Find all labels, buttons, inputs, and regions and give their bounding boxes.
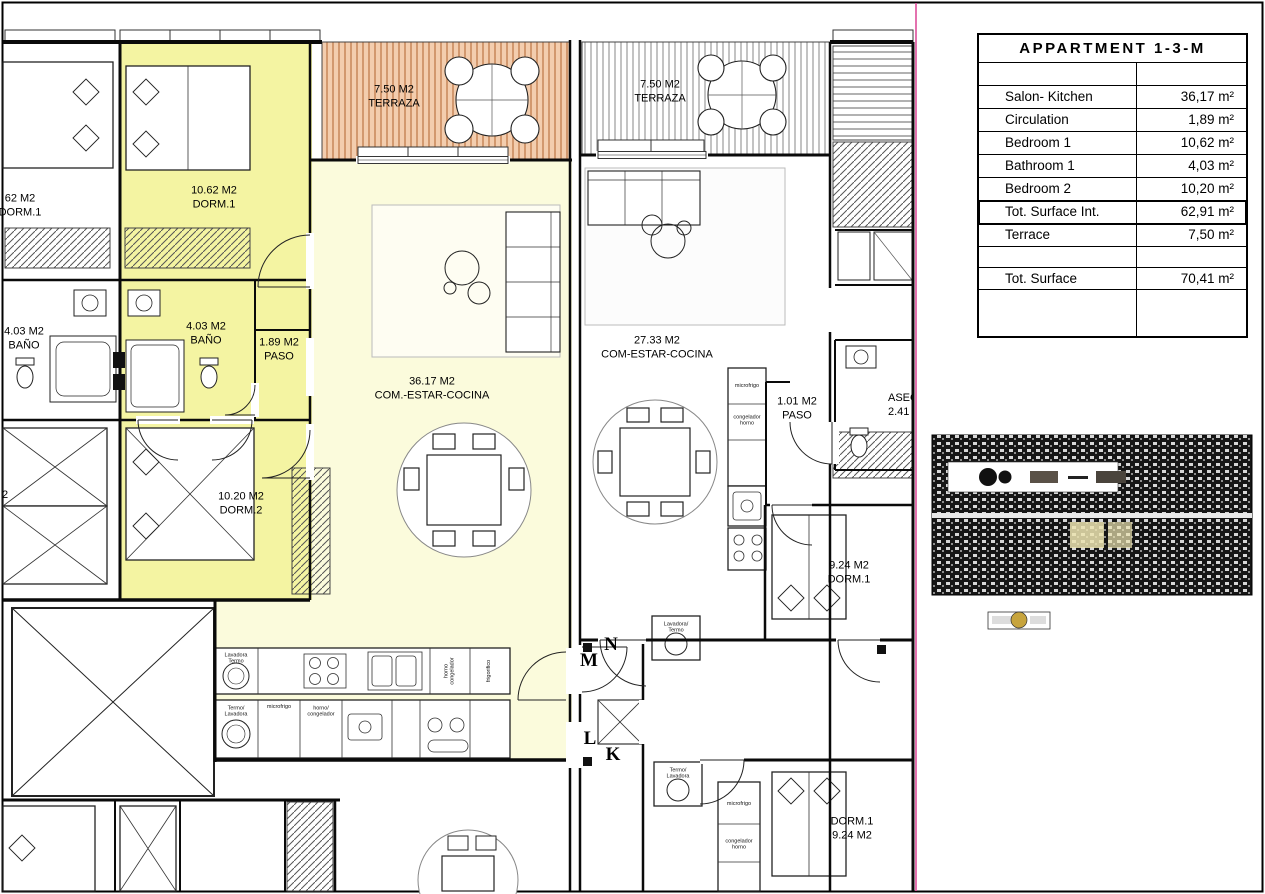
area-table-row-bathroom1: Bathroom 1 4,03 m² [979,155,1246,178]
furniture [2,54,913,894]
area-table-row-bedroom1: Bedroom 1 10,62 m² [979,132,1246,155]
appliance-label-termo-lavadora: Termo/ Lavadora [224,705,248,718]
appliance-label-microfrigo: microfrigo [266,703,292,710]
pillows [8,78,841,862]
room-label-dorm1-bottom: DORM.1 9.24 M2 [830,815,874,841]
area-table: APPARTMENT 1-3-M Salon- Kitchen 36,17 m²… [977,33,1248,338]
appliance-label-horno-congelador-2: horno/ congelador [307,705,335,718]
dining-tables [403,407,711,547]
area-table-tail [979,290,1246,336]
room-label-dorm2-cut: 2 [1,489,9,502]
windows [357,151,707,164]
wall-bands [4,29,914,43]
area-table-row-circulation: Circulation 1,89 m² [979,109,1246,132]
plants [443,214,692,305]
key-plan [931,434,1253,630]
bathroom-fixtures [15,289,877,458]
appliance-label-microfrigo-right: microfrigo [734,382,760,389]
area-table-row-empty [979,63,1246,86]
appliance-label-termo-lavadora-bottom: Termo/ Lavadora [666,767,690,780]
hatched-areas [4,45,914,892]
room-label-bano: 4.03 M2 BAÑO [186,320,226,346]
room-label-salon: 36.17 M2 COM.-ESTAR-COCINA [374,375,490,401]
service-boxes [113,352,886,766]
room-label-terraza-left: 7.50 M2 TERRAZA [368,83,420,109]
room-label-dorm1: 10.62 M2 DORM.1 [191,184,237,210]
area-table-row-spacer [979,247,1246,267]
stair-letter-k: K [605,744,621,765]
area-table-row-terrace: Terrace 7,50 m² [979,224,1246,247]
appliance-label-congelador-horno-right: congelador horno [733,414,761,427]
room-label-dorm2: 10.20 M2 DORM.2 [218,490,264,516]
appliance-label-lavadora-termo-right: Lavadora/ Termo [663,621,689,634]
stair-letter-m: M [580,650,598,671]
appliance-label-lavadora-termo: Lavadora Termo [224,652,248,665]
doors [137,234,881,805]
appliance-label-congelador-horno-bottom: congelador horno [725,838,753,851]
appliance-label-microfrigo-bottom: microfrigo [726,800,752,807]
area-table-row-salon-kitchen: Salon- Kitchen 36,17 m² [979,86,1246,109]
stair-letter-n: N [604,634,618,655]
washing-machines [221,632,690,802]
area-table-title: APPARTMENT 1-3-M [979,35,1246,63]
area-table-row-total-interior: Tot. Surface Int. 62,91 m² [978,200,1247,225]
room-label-bano-cut: 4.03 M2 BAÑO [4,325,44,351]
room-label-terraza-right: 7.50 M2 TERRAZA [634,78,686,104]
room-label-salon-right: 27.33 M2 COM-ESTAR-COCINA [601,334,713,360]
room-label-paso-right: 1.01 M2 PASO [777,395,817,421]
area-table-row-bedroom2: Bedroom 2 10,20 m² [979,178,1246,201]
stair-letter-l: L [583,728,597,749]
appliance-label-horno-congelador: horno congelador [443,657,456,685]
room-label-dorm1-right: 9.24 M2 DORM.1 [827,559,871,585]
kitchen-counters [213,367,767,892]
appliance-label-frigorifico: frigorifico [485,659,492,683]
room-label-dorm1-cut: 62 M2 DORM.1 [0,192,42,218]
plan-labels-layer: 7.50 M2 TERRAZA 7.50 M2 TERRAZA 10.62 M2… [0,78,913,851]
hobs-sinks [303,491,763,753]
room-label-paso: 1.89 M2 PASO [259,336,299,362]
area-table-row-total-surface: Tot. Surface 70,41 m² [979,267,1246,290]
room-label-aseo: ASEO 2.41 M [888,392,913,418]
